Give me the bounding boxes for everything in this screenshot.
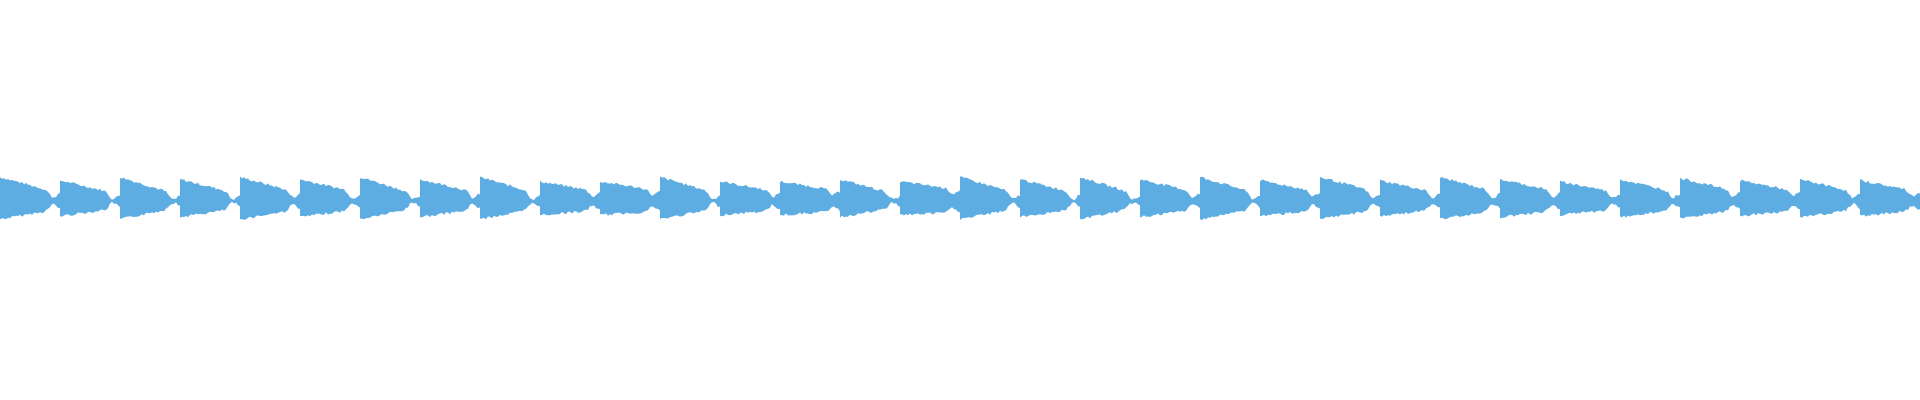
waveform-segment [1260,179,1320,217]
waveform-segments [0,176,1920,221]
waveform-segment [240,176,300,220]
waveform-segment [480,176,540,220]
waveform-segment [60,180,120,217]
waveform-segment [660,176,720,219]
waveform-segment [420,179,480,218]
waveform-segment [1380,179,1440,217]
waveform-segment [1440,176,1500,220]
waveform-segment [1080,177,1140,220]
waveform-segment [1560,180,1620,217]
waveform-segment [180,178,240,218]
waveform-segment [600,182,660,216]
waveform-segment [1200,176,1260,221]
waveform-segment [780,180,840,216]
waveform-segment [1500,178,1560,219]
waveform-segment [1320,176,1380,219]
waveform-segment [1140,179,1200,218]
waveform-segment [0,177,60,220]
waveform-segment [840,180,900,218]
waveform-segment [1620,179,1680,218]
waveform-segment [900,181,960,216]
waveform-segment [960,176,1020,221]
waveform-segment [720,181,780,217]
waveform-segment [540,180,600,216]
waveform-segment [1020,179,1080,218]
waveform-segment [1800,178,1860,218]
waveform-segment [1680,177,1740,219]
waveform-segment [300,179,360,217]
waveform-segment [1860,179,1920,217]
waveform-segment [120,177,180,219]
waveform-segment [360,178,420,220]
waveform-segment [1740,179,1800,217]
